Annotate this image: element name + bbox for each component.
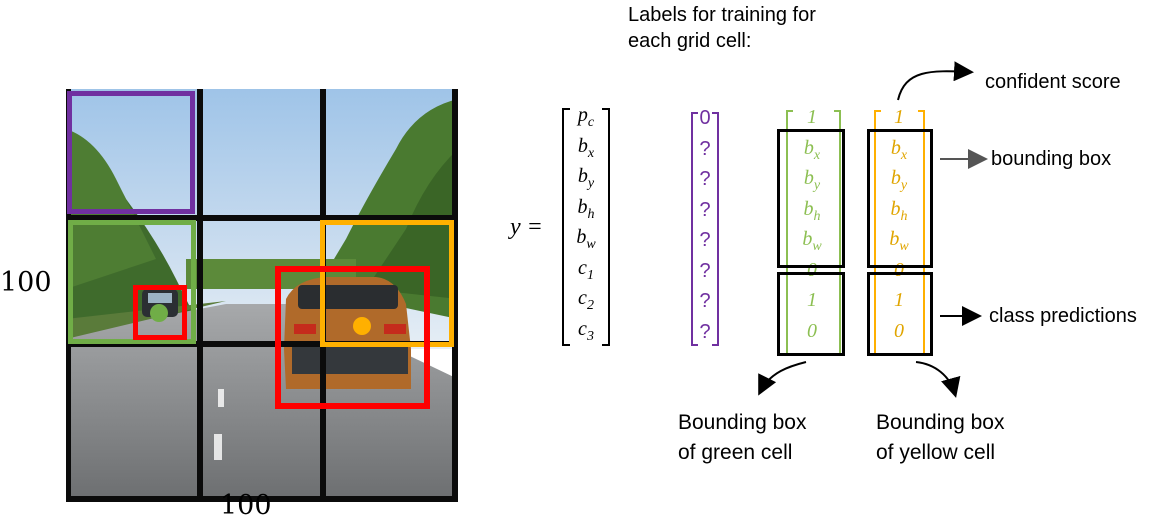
road-scene-image <box>66 89 458 502</box>
green-caption-line-1: Bounding box <box>678 411 807 434</box>
orange-car-bounding-box <box>275 266 430 409</box>
purple-column-entry: ? <box>699 290 711 312</box>
yellow-column: 1 bx by bh bw 0 1 0 <box>876 102 922 346</box>
grid-line-horizontal-2 <box>66 341 458 347</box>
yellow-column-entry: bh <box>890 197 908 224</box>
y-vector-entry: c3 <box>578 317 594 344</box>
yellow-caption-arrow <box>915 361 961 398</box>
yellow-column-entry: 0 <box>894 319 904 342</box>
yellow-class-highlight <box>867 272 933 356</box>
class-predictions-label: class predictions <box>989 305 1137 327</box>
purple-column-entry: ? <box>699 320 711 343</box>
y-vector-entry: c1 <box>578 256 594 283</box>
yellow-column-entry: 1 <box>894 289 904 311</box>
yellow-cell-caption: Bounding box of yellow cell <box>876 408 1004 468</box>
yellow-bbox-highlight <box>867 129 933 268</box>
green-bbox-highlight <box>777 129 845 268</box>
bounding-box-label: bounding box <box>991 148 1112 170</box>
yellow-center-dot <box>353 317 371 335</box>
green-column-entry: bh <box>803 197 821 224</box>
yellow-column-entry: 0 <box>894 258 904 281</box>
green-column-entry: 0 <box>807 258 817 281</box>
yellow-column-entry: by <box>890 167 908 193</box>
heading-line-2: each grid cell: <box>628 30 752 52</box>
green-class-highlight <box>777 272 845 356</box>
grid-width-label: 100 <box>220 490 272 521</box>
y-vector-entry: bh <box>577 195 595 222</box>
heading-line-1: Labels for training for <box>628 4 816 26</box>
green-column-entry: 1 <box>807 289 817 311</box>
heading: Labels for training for each grid cell: <box>628 2 816 54</box>
yellow-caption-line-1: Bounding box <box>876 411 1005 434</box>
purple-column-entry: ? <box>699 229 711 251</box>
yellow-caption-line-2: of yellow cell <box>876 441 996 464</box>
yellow-column-entry: bw <box>889 228 909 254</box>
y-vector-left-bracket <box>562 108 570 346</box>
green-column-entry: by <box>803 167 821 193</box>
green-caption-arrow <box>758 361 807 396</box>
y-vector-right-bracket <box>602 108 610 346</box>
yellow-column-entry: 1 <box>894 106 904 128</box>
grid-line-vertical-1 <box>197 89 203 502</box>
grid-border-right <box>452 89 458 502</box>
y-equals-label: y = <box>510 214 543 240</box>
y-vector-entry: c2 <box>578 287 594 313</box>
confident-score-arrow <box>897 61 974 101</box>
y-vector-entry: bx <box>577 134 595 161</box>
green-column-entry: bx <box>803 136 821 163</box>
purple-column-entry: ? <box>699 168 711 190</box>
purple-right-bracket <box>712 112 719 346</box>
purple-left-bracket <box>691 112 698 346</box>
small-car-bounding-box <box>133 285 187 340</box>
purple-column-entry: ? <box>699 137 711 160</box>
green-column-entry: 0 <box>807 319 817 342</box>
green-cell-box <box>68 220 196 344</box>
grid-border-bottom <box>66 496 458 502</box>
green-center-dot <box>150 304 168 322</box>
y-vector: pc bx by bh bw c1 c2 c3 <box>566 100 606 344</box>
purple-column-entry: ? <box>699 259 711 282</box>
purple-column-entry: ? <box>699 198 711 221</box>
green-caption-line-2: of green cell <box>678 441 793 464</box>
green-column-entry: bw <box>802 228 822 254</box>
green-column-entry: 1 <box>807 106 817 128</box>
confident-score-label: confident score <box>985 71 1121 93</box>
purple-column-entry: 0 <box>699 107 711 129</box>
green-cell-caption: Bounding box of green cell <box>678 408 806 468</box>
green-column: 1 bx by bh bw 0 1 0 <box>788 102 836 346</box>
grid-line-horizontal-1 <box>66 215 458 221</box>
purple-cell-box <box>67 91 195 214</box>
grid-height-label: 100 <box>0 267 52 298</box>
y-vector-entry: bw <box>576 226 596 252</box>
road-image-grid <box>66 89 458 502</box>
y-vector-entry: by <box>577 165 595 191</box>
purple-column: 0??????? <box>694 103 716 347</box>
yellow-cell-box <box>320 220 454 347</box>
yellow-column-entry: bx <box>890 136 908 163</box>
y-vector-entry: pc <box>577 104 595 130</box>
